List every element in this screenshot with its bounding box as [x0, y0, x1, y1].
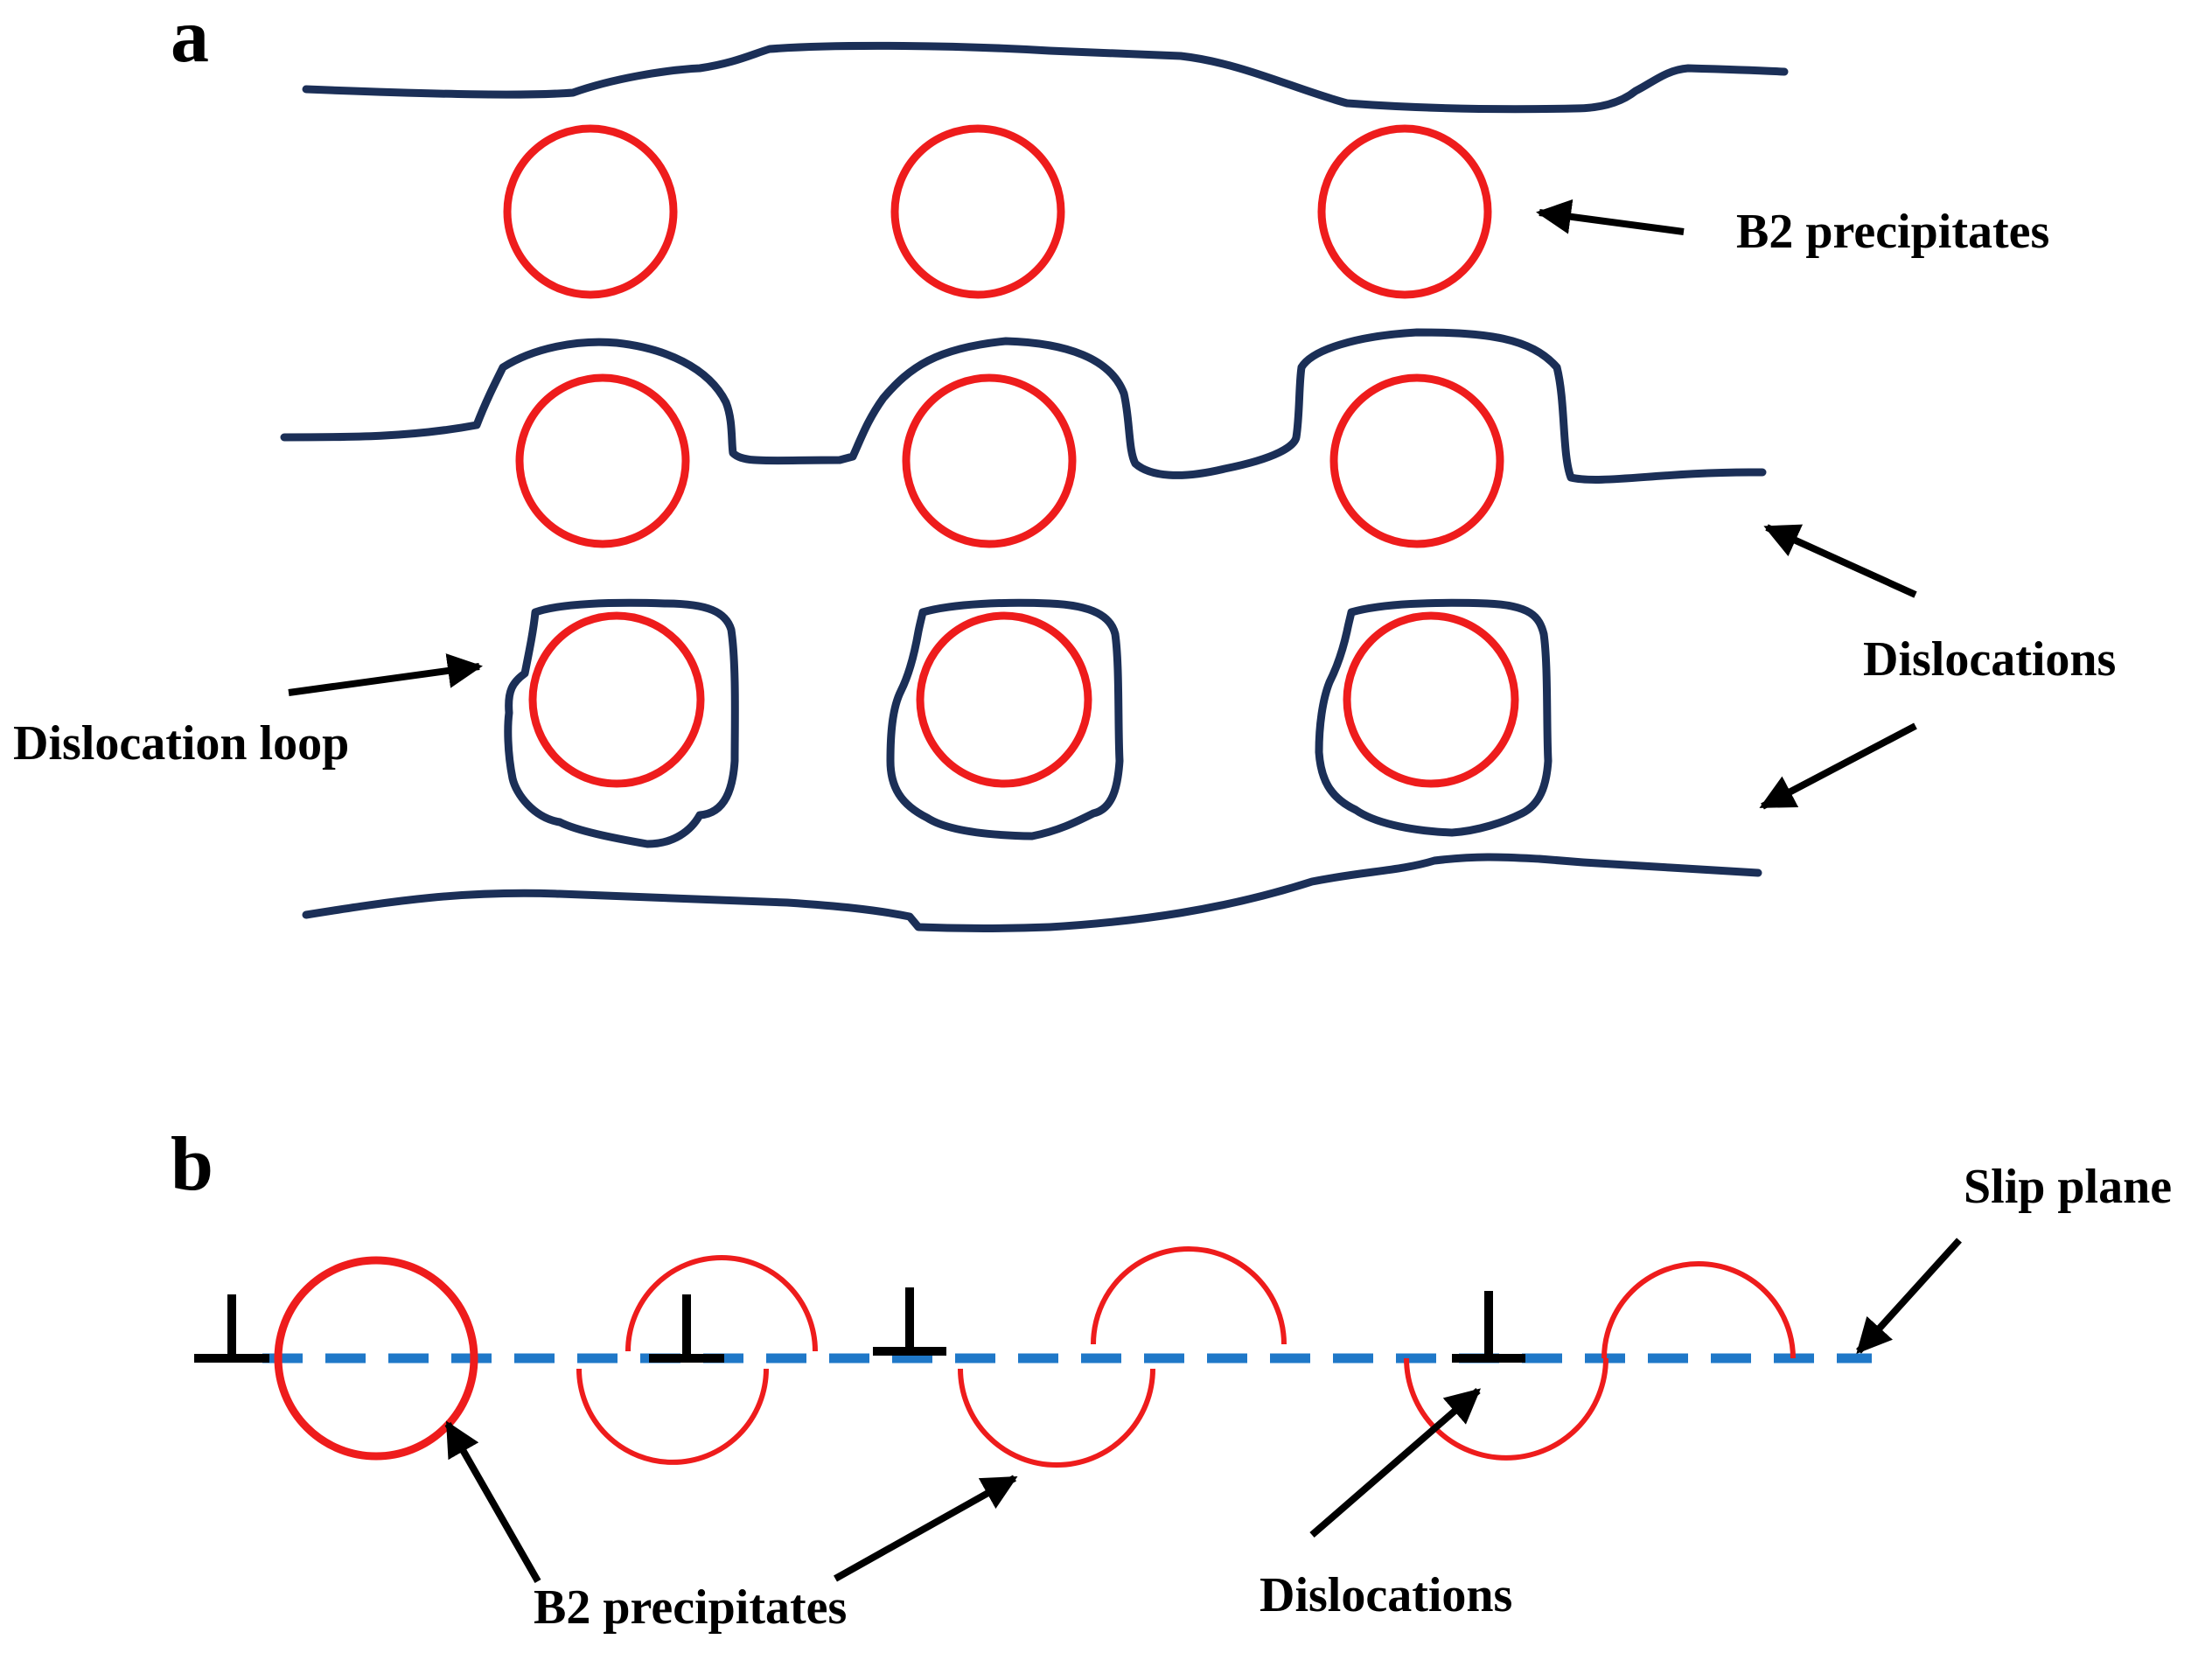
arrow-dislocations-down: [1759, 722, 1917, 810]
b2-precipitate-upper-half: [1601, 1261, 1796, 1359]
b2-precipitate: [528, 611, 705, 788]
arrow-b2-precipitates-right: [834, 1475, 1018, 1582]
b2-precipitate-upper-half: [1091, 1246, 1287, 1345]
label-b2-precipitates-a: B2 precipitates: [1736, 205, 2049, 259]
edge-dislocation-symbol: [194, 1294, 269, 1363]
label-dislocation-loop: Dislocation loop: [13, 716, 349, 771]
b2-precipitate: [503, 124, 678, 299]
edge-dislocation-symbol: [873, 1287, 946, 1356]
arrow-dislocations-up: [1763, 524, 1917, 598]
arrow-b2-precipitates-left: [444, 1420, 541, 1583]
label-dislocations-b: Dislocations: [1260, 1568, 1512, 1622]
dislocation-loop-3: [1315, 598, 1553, 837]
arrow-slip-plane: [1856, 1238, 1962, 1354]
arrow-dislocation-loop: [288, 653, 483, 696]
b2-precipitate-lower-half: [576, 1368, 769, 1465]
b2-precipitate: [902, 373, 1077, 548]
dislocation-line-middle: [280, 328, 1767, 484]
label-b2-precipitates-b: B2 precipitates: [534, 1580, 847, 1635]
panel-a-label: a: [171, 0, 209, 79]
b2-precipitate: [1317, 124, 1492, 299]
dislocation-loop-2: [886, 598, 1124, 840]
edge-dislocation-symbol: [649, 1294, 724, 1363]
label-dislocations-a: Dislocations: [1863, 632, 2116, 687]
edge-dislocation-symbol: [1452, 1291, 1525, 1363]
b2-precipitate: [890, 124, 1065, 299]
dislocation-loop-1: [504, 598, 739, 848]
b2-precipitate: [916, 611, 1092, 788]
b2-precipitate: [274, 1256, 478, 1461]
b2-precipitate-upper-half: [625, 1255, 818, 1352]
dislocation-line-top: [302, 41, 1789, 114]
arrow-b2-precipitates-a: [1536, 199, 1685, 235]
panel-b-label: b: [171, 1122, 213, 1207]
b2-precipitate: [1329, 373, 1504, 548]
b2-precipitate-lower-half: [958, 1368, 1155, 1468]
label-slip-plane: Slip plane: [1964, 1160, 2172, 1214]
dislocation-line-bottom: [302, 853, 1762, 932]
b2-precipitate: [1343, 611, 1519, 788]
arrow-dislocations-b: [1309, 1387, 1482, 1538]
b2-precipitate: [515, 373, 690, 548]
b2-precipitate-lower-half: [1404, 1357, 1608, 1461]
